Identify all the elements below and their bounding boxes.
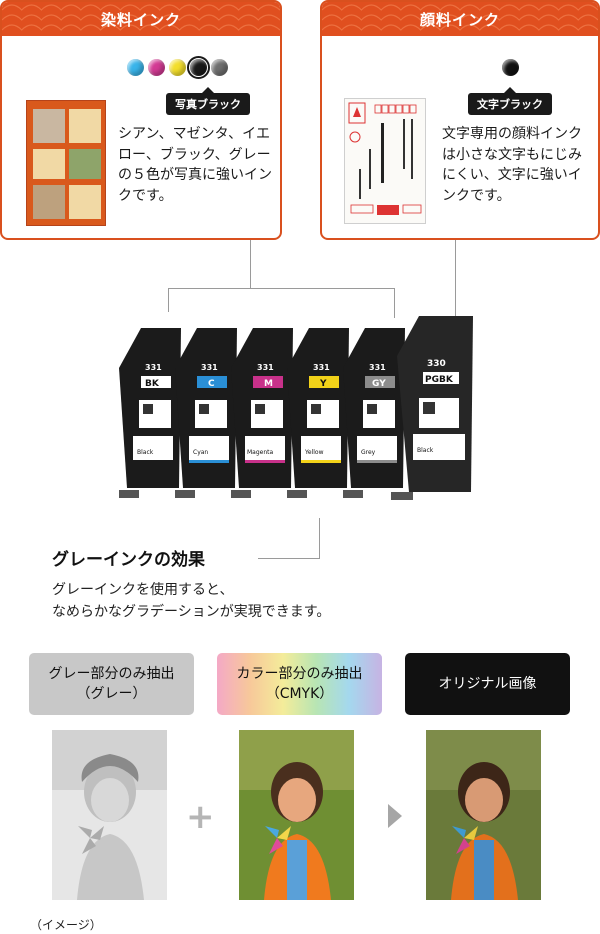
cartridge-y-code: Y — [319, 379, 327, 389]
color-only-label-line-2: （CMYK） — [265, 686, 334, 702]
gray-extracted-photo — [52, 730, 167, 900]
gray-only-label-line-2: （グレー） — [76, 686, 147, 702]
original-photo — [426, 730, 541, 900]
connector-dye-horizontal — [168, 288, 395, 289]
wave-pattern-icon — [322, 4, 598, 31]
cartridge-bk-model: 331 — [145, 363, 162, 372]
connector-gray-horizontal — [258, 558, 320, 559]
text-black-dot-icon — [502, 59, 519, 76]
gray-ink-effect-description: グレーインクを使用すると、 なめらかなグラデーションが実現できます。 — [52, 579, 330, 623]
cartridge-c-model: 331 — [201, 363, 218, 372]
cartridge-bk-label: Black — [137, 449, 154, 456]
magenta-dot-icon — [148, 59, 165, 76]
cartridge-m: M 331 Magenta — [231, 328, 293, 498]
connector-dye-left-tick — [168, 288, 169, 312]
cartridge-y-label: Yellow — [304, 449, 324, 456]
cartridge-bk-code: BK — [145, 379, 160, 389]
postcard-icon — [348, 102, 422, 215]
cartridge-pgbk: 330 PGBK Black — [391, 316, 473, 500]
pigment-ink-dots — [502, 59, 519, 76]
cartridge-c-label: Cyan — [193, 449, 208, 456]
cartridge-gy-model: 331 — [369, 363, 386, 372]
connector-pigment-vertical — [455, 240, 456, 316]
gray-only-label: グレー部分のみ抽出 （グレー） — [29, 653, 194, 715]
cartridge-c: C 331 Cyan — [175, 328, 237, 498]
dye-ink-card-header: 染料インク — [2, 2, 280, 36]
connector-gray-vertical — [319, 518, 320, 558]
color-only-label-line-1: カラー部分のみ抽出 — [236, 666, 363, 682]
wave-pattern-icon — [2, 4, 280, 31]
cartridge-y-model: 331 — [313, 363, 330, 372]
cartridge-pgbk-label: Black — [417, 447, 434, 454]
pigment-ink-card-header: 顔料インク — [322, 2, 598, 36]
connector-dye-right-tick — [394, 288, 395, 318]
image-note: （イメージ） — [30, 918, 102, 932]
cartridge-pgbk-model: 330 — [427, 359, 446, 369]
postcard-thumbnail — [344, 98, 426, 224]
cyan-dot-icon — [127, 59, 144, 76]
pigment-ink-description: 文字専用の顔料インクは小さな文字もにじみにくい、文字に強いインクです。 — [442, 126, 582, 204]
original-image-label-text: オリジナル画像 — [438, 676, 537, 692]
ink-cartridges: BK 331 Black C 331 Cyan M 331 Magenta Y … — [119, 316, 473, 500]
gray-dot-icon — [211, 59, 228, 76]
cartridge-pgbk-code: PGBK — [425, 375, 454, 385]
photo-black-badge: 写真ブラック — [166, 87, 250, 115]
photo-black-dot-icon — [187, 56, 210, 79]
cartridge-gy: GY 331 Grey — [343, 328, 405, 498]
cartridge-m-model: 331 — [257, 363, 274, 372]
cartridge-gy-label: Grey — [361, 449, 376, 456]
text-black-badge: 文字ブラック — [468, 87, 552, 115]
pigment-ink-title: 顔料インク — [419, 10, 500, 29]
yellow-dot-icon — [169, 59, 186, 76]
effect-description-line-1: グレーインクを使用すると、 — [52, 582, 234, 598]
cartridge-gy-code: GY — [372, 379, 386, 389]
connector-dye-vertical — [250, 240, 251, 288]
gray-only-label-line-1: グレー部分のみ抽出 — [48, 666, 175, 682]
original-image-label: オリジナル画像 — [405, 653, 570, 715]
pigment-ink-card: 顔料インク 文字ブラック 文字専用の顔料インクは小さな文字もにじみにくい、文字に… — [320, 0, 600, 240]
cartridge-c-code: C — [208, 379, 215, 389]
dye-ink-card: 染料インク 写真ブラック シアン、マゼンタ、イエロー、ブラック、グレーの５色が写… — [0, 0, 282, 240]
dye-ink-description: シアン、マゼンタ、イエロー、ブラック、グレーの５色が写真に強いインクです。 — [118, 126, 272, 204]
color-extracted-photo — [239, 730, 354, 900]
photo-print-thumbnail — [26, 100, 106, 226]
arrow-right-icon — [388, 804, 402, 828]
dye-ink-dots — [127, 56, 228, 79]
gray-ink-effect-title: グレーインクの効果 — [52, 550, 205, 570]
dye-ink-title: 染料インク — [100, 10, 181, 29]
cartridge-m-label: Magenta — [247, 449, 274, 456]
effect-description-line-2: なめらかなグラデーションが実現できます。 — [52, 604, 331, 620]
cartridge-bk: BK 331 Black — [119, 328, 181, 498]
color-only-label: カラー部分のみ抽出 （CMYK） — [217, 653, 382, 715]
cartridge-y: Y 331 Yellow — [287, 328, 349, 498]
cartridge-m-code: M — [264, 379, 273, 389]
plus-icon: + — [186, 797, 215, 837]
